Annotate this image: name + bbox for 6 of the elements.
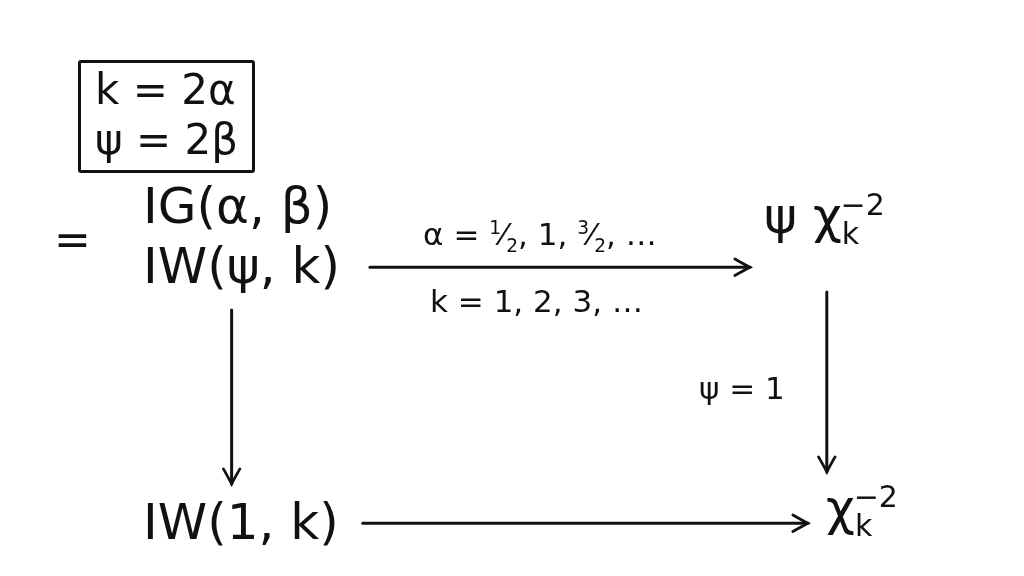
equation: k = 2α [95,65,237,116]
distribution-formula: IW(ψ, k) [143,236,340,296]
distribution-formula: IG(α, β) [143,176,334,236]
equation: ψ = 2β [95,115,239,166]
note-box [78,60,256,173]
distribution-formula: IW(1, k) [143,492,339,552]
